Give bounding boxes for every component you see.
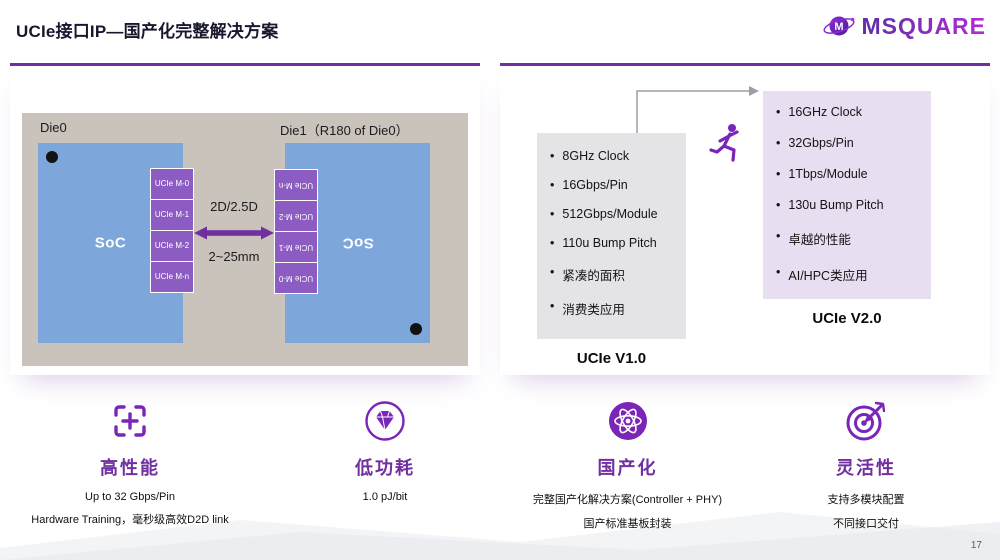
ucie-v1-label: UCIe V1.0: [576, 350, 647, 367]
die0-label: Die0: [40, 120, 67, 135]
ucie-module: UCIe M-n: [274, 169, 318, 201]
feature-line: 1.0 pJ/bit: [362, 491, 408, 503]
ucie-module: UCIe M-1: [150, 199, 194, 231]
target-arrow-icon: [846, 401, 886, 441]
logo-monogram: M: [835, 21, 844, 33]
ucie-versions-card: 8GHz Clock 16Gbps/Pin 512Gbps/Module 110…: [500, 63, 990, 375]
v1-item: 消费类应用: [550, 299, 680, 318]
feature-domestic: 国产化 完整国产化解决方案(Controller + PHY) 国产标准基板封装: [505, 400, 750, 531]
brand-name: MSQUARE: [861, 12, 986, 39]
v2-item: 130u Bump Pitch: [776, 198, 925, 212]
die1-label: Die1（R180 of Die0）: [280, 123, 409, 138]
soc-label-die1: SoC: [341, 234, 374, 252]
ucie-module: UCIe M-n: [150, 261, 194, 293]
feature-line: 完整国产化解决方案(Controller + PHY): [532, 494, 723, 506]
planet-orbit-icon: M: [823, 16, 856, 36]
die-diagram-card: Die0 Die1（R180 of Die0） SoC UCIe M-0 UCI…: [10, 63, 480, 375]
v2-item: AI/HPC类应用: [776, 265, 925, 284]
soc-label-die0: SoC: [94, 234, 127, 252]
feature-line: 不同接口交付: [833, 518, 899, 530]
feature-line: Hardware Training，毫秒级高效D2D link: [31, 514, 229, 526]
pin1-marker-die0: [46, 151, 58, 163]
brand-logo: M MSQUARE: [822, 9, 986, 43]
feature-flexibility: 灵活性 支持多模块配置 不同接口交付: [776, 400, 956, 531]
v2-item: 32Gbps/Pin: [776, 136, 925, 150]
ucie-v1-box: 8GHz Clock 16Gbps/Pin 512Gbps/Module 110…: [537, 133, 686, 339]
double-headed-arrow-icon: [194, 226, 274, 240]
page-number: 17: [970, 540, 982, 551]
feature-line: 支持多模块配置: [827, 494, 905, 506]
ucie-module: UCIe M-0: [274, 262, 318, 294]
focus-frame-icon: [114, 405, 146, 437]
atom-icon: [608, 402, 647, 440]
feature-line: Up to 32 Gbps/Pin: [85, 491, 175, 503]
gem-icon: [365, 401, 405, 441]
feature-performance: 高性能 Up to 32 Gbps/Pin Hardware Training，…: [10, 400, 250, 527]
v1-item: 110u Bump Pitch: [550, 236, 680, 250]
die-canvas: Die0 Die1（R180 of Die0） SoC UCIe M-0 UCI…: [22, 113, 468, 366]
page-title: UCIe接口IP—国产化完整解决方案: [16, 22, 279, 41]
feature-title: 国产化: [597, 458, 658, 478]
feature-line: 国产标准基板封装: [583, 518, 672, 530]
die0-ucie-stack: UCIe M-0 UCIe M-1 UCIe M-2 UCIe M-n: [150, 168, 194, 293]
die1-ucie-stack: UCIe M-0 UCIe M-1 UCIe M-2 UCIe M-n: [274, 169, 318, 294]
v1-item: 512Gbps/Module: [550, 207, 680, 221]
v2-item: 卓越的性能: [776, 229, 925, 248]
v2-item: 1Tbps/Module: [776, 167, 925, 181]
feature-low-power: 低功耗 1.0 pJ/bit: [285, 400, 485, 503]
pin1-marker-die1: [410, 323, 422, 335]
feature-title: 高性能: [100, 458, 160, 478]
v1-item: 8GHz Clock: [550, 149, 680, 163]
link-range-label: 2~25mm: [208, 249, 260, 264]
ucie-v2-box: 16GHz Clock 32Gbps/Pin 1Tbps/Module 130u…: [763, 91, 931, 299]
running-person-icon: [709, 124, 739, 162]
v2-item: 16GHz Clock: [776, 105, 925, 119]
ucie-v2-label: UCIe V2.0: [812, 310, 882, 327]
v1-item: 紧凑的面积: [550, 265, 680, 284]
ucie-module: UCIe M-0: [150, 168, 194, 200]
feature-title: 灵活性: [836, 458, 896, 478]
v1-item: 16Gbps/Pin: [550, 178, 680, 192]
feature-title: 低功耗: [355, 458, 415, 478]
link-type-label: 2D/2.5D: [210, 199, 258, 214]
